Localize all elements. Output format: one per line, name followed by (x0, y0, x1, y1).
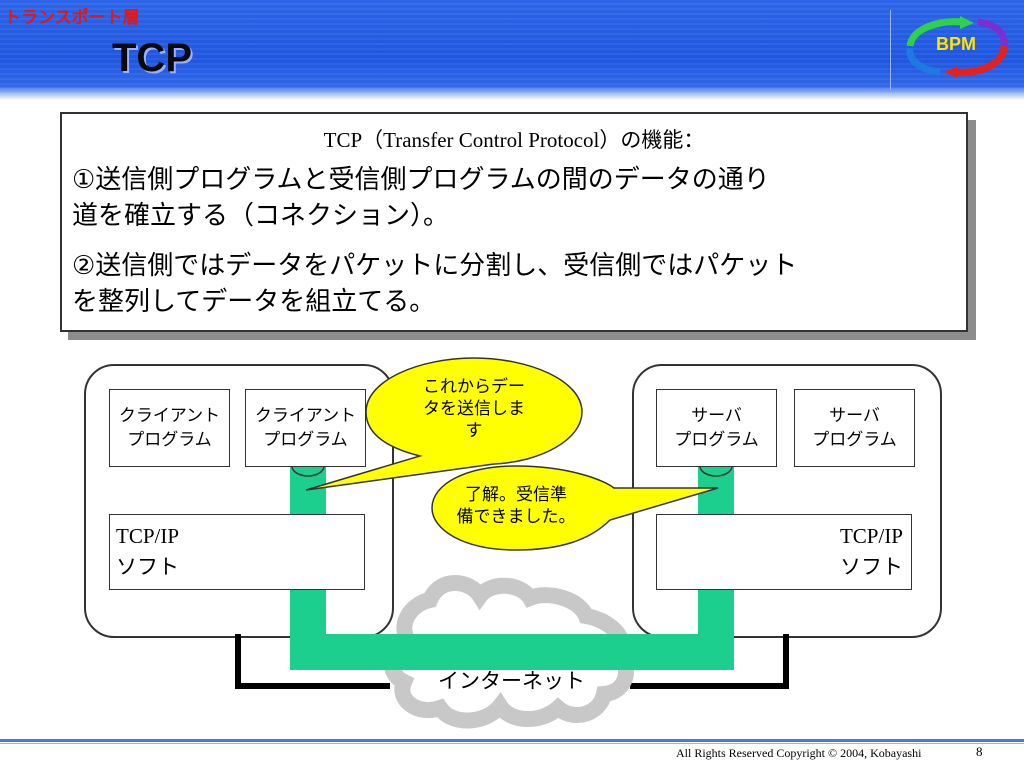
server-program-box-2: サーバプログラム (794, 389, 915, 467)
info-box: TCP（Transfer Control Protocol）の機能： ①送信側プ… (60, 112, 968, 332)
slide-header (0, 0, 1024, 100)
server-bubble-text: 了解。受信準 備できました。 (446, 484, 586, 528)
header-divider (890, 10, 891, 90)
program-label: サーバ (829, 406, 880, 426)
server-speech-bubble (431, 465, 719, 551)
program-label: プログラム (263, 430, 348, 450)
info-line-4: を整列してデータを組立てる。 (72, 287, 436, 317)
info-line-1: ①送信側プログラムと受信側プログラムの間のデータの通り (72, 165, 770, 195)
bubble-line: これからデー (423, 377, 525, 397)
bubble-line: 了解。受信準 (465, 485, 567, 505)
bubble-line: タを送信しま (423, 399, 525, 419)
server-program-box-1: サーバプログラム (656, 389, 777, 467)
program-label: プログラム (674, 430, 759, 450)
header-fade (0, 86, 1024, 100)
software-label: TCP/IP (839, 524, 903, 548)
bpm-logo-icon (906, 16, 1008, 78)
network-line (235, 634, 789, 689)
bubble-line: 備できました。 (456, 507, 576, 527)
program-label: サーバ (691, 406, 742, 426)
info-title: TCP（Transfer Control Protocol）の機能： (323, 128, 705, 152)
footer-rule-thin (0, 743, 1024, 744)
client-speech-bubble (305, 357, 583, 491)
section-title: トランスポート層 (4, 8, 140, 28)
server-software-box: TCP/IP ソフト (656, 514, 912, 590)
page-number: 8 (976, 744, 983, 759)
software-label: TCP/IP (116, 524, 180, 548)
bubble-line: す (465, 421, 483, 441)
footer-rule (0, 739, 1024, 742)
program-label: クライアント (254, 406, 357, 426)
program-label: プログラム (127, 430, 212, 450)
slide-title: TCP (112, 36, 192, 80)
program-label: プログラム (812, 430, 897, 450)
copyright-text: All Rights Reserved Copyright © 2004, Ko… (676, 746, 922, 760)
client-software-box: TCP/IP ソフト (109, 514, 365, 590)
program-label: クライアント (118, 406, 221, 426)
logo-text: BPM (936, 34, 976, 54)
software-label: ソフト (116, 555, 179, 579)
info-line-2: 道を確立する（コネクション）。 (72, 201, 450, 231)
info-line-3: ②送信側ではデータをパケットに分割し、受信側ではパケット (72, 251, 798, 281)
client-bubble-text: これからデー タを送信しま す (392, 376, 556, 442)
internet-label: インターネット (438, 669, 585, 693)
client-program-box-2: クライアントプログラム (245, 389, 366, 467)
software-label: ソフト (840, 555, 903, 579)
client-program-box-1: クライアントプログラム (109, 389, 230, 467)
